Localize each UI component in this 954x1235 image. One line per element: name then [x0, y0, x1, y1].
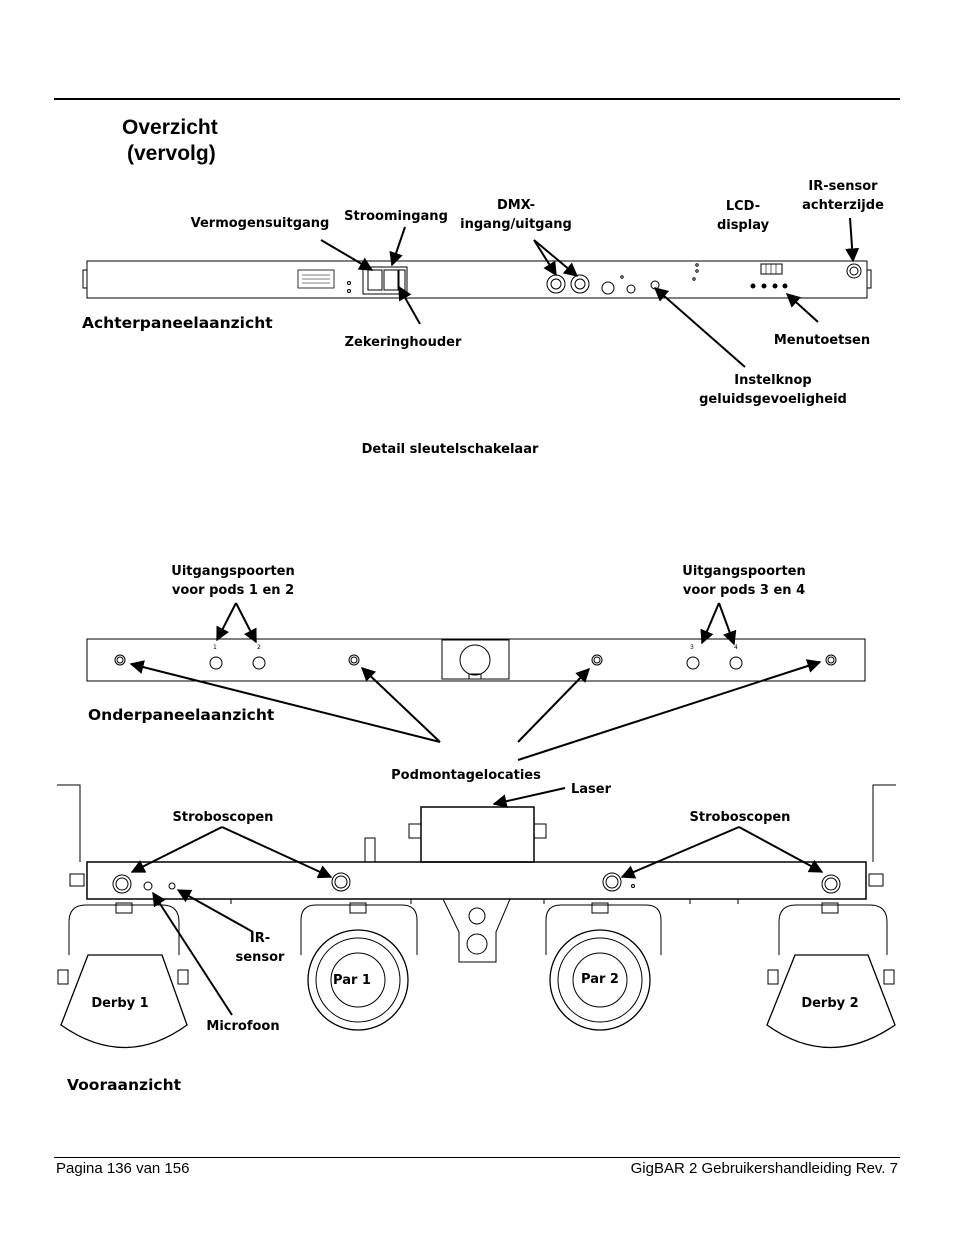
label-derby-2: Derby 2	[801, 996, 859, 1011]
footer-document-title: GigBAR 2 Gebruikershandleiding Rev. 7	[630, 1160, 898, 1177]
front-view-arrows	[130, 787, 824, 1016]
label-pod-mount-locations: Podmontagelocaties	[391, 768, 541, 783]
port-number-4: 4	[734, 644, 738, 651]
label-laser: Laser	[571, 782, 612, 797]
section-bottom-panel-view: Onderpaneelaanzicht	[88, 706, 275, 724]
rear-panel-arrows	[320, 217, 860, 368]
footer-page-number: Pagina 136 van 156	[56, 1160, 190, 1177]
header-rule	[54, 98, 900, 100]
label-lcd-line-2: display	[716, 218, 770, 233]
label-power-input: Stroomingang	[344, 209, 448, 224]
label-front-ir-sensor: IR- sensor	[230, 929, 290, 967]
section-rear-panel-view: Achterpaneelaanzicht	[82, 314, 273, 332]
label-ports-right-line-2: voor pods 3 en 4	[682, 583, 806, 598]
label-par-2: Par 2	[581, 972, 619, 987]
label-microphone: Microfoon	[206, 1019, 280, 1034]
label-rear-ir-line-2: achterzijde	[802, 198, 884, 213]
label-sound-line-2: geluidsgevoeligheid	[699, 392, 847, 407]
label-lcd-line-1: LCD-	[725, 199, 761, 214]
port-number-2: 2	[257, 644, 261, 651]
label-ports-pods-1-2: Uitgangspoorten voor pods 1 en 2	[163, 562, 303, 600]
label-par-1: Par 1	[333, 973, 371, 988]
label-derby-1: Derby 1	[91, 996, 149, 1011]
label-front-ir-line-1: IR-	[249, 931, 271, 946]
label-rear-ir-sensor: IR-sensor achterzijde	[795, 177, 891, 215]
label-strobes-left: Stroboscopen	[172, 810, 274, 825]
label-sound-sensitivity: Instelknop geluidsgevoeligheid	[693, 371, 853, 409]
title-line-2: (vervolg)	[127, 142, 216, 165]
bottom-panel-drawing	[86, 638, 866, 682]
label-key-switch-detail: Detail sleutelschakelaar	[361, 442, 539, 457]
label-fuse-holder: Zekeringhouder	[344, 335, 462, 350]
section-front-view: Vooraanzicht	[67, 1076, 182, 1094]
label-rear-ir-line-1: IR-sensor	[808, 179, 878, 194]
port-number-1: 1	[213, 644, 217, 651]
label-ports-left-line-2: voor pods 1 en 2	[171, 583, 295, 598]
label-sound-line-1: Instelknop	[734, 373, 812, 388]
page-title: Overzicht (vervolg)	[122, 115, 218, 167]
label-dmx: DMX- ingang/uitgang	[456, 196, 576, 234]
port-number-3: 3	[690, 644, 694, 651]
label-ports-pods-3-4: Uitgangspoorten voor pods 3 en 4	[674, 562, 814, 600]
footer-rule	[54, 1157, 900, 1158]
label-menu-buttons: Menutoetsen	[773, 333, 871, 348]
front-view-drawing	[57, 784, 896, 1049]
label-front-ir-line-2: sensor	[235, 950, 285, 965]
label-ports-right-line-1: Uitgangspoorten	[682, 564, 806, 579]
rear-panel-drawing	[82, 260, 872, 299]
label-power-output: Vermogensuitgang	[190, 216, 330, 231]
label-ports-left-line-1: Uitgangspoorten	[171, 564, 295, 579]
label-strobes-right: Stroboscopen	[689, 810, 791, 825]
label-dmx-line-1: DMX-	[496, 198, 536, 213]
label-dmx-line-2: ingang/uitgang	[460, 217, 572, 232]
bottom-panel-arrows	[129, 602, 822, 761]
title-line-1: Overzicht	[122, 116, 218, 139]
label-lcd-display: LCD- display	[703, 197, 783, 235]
